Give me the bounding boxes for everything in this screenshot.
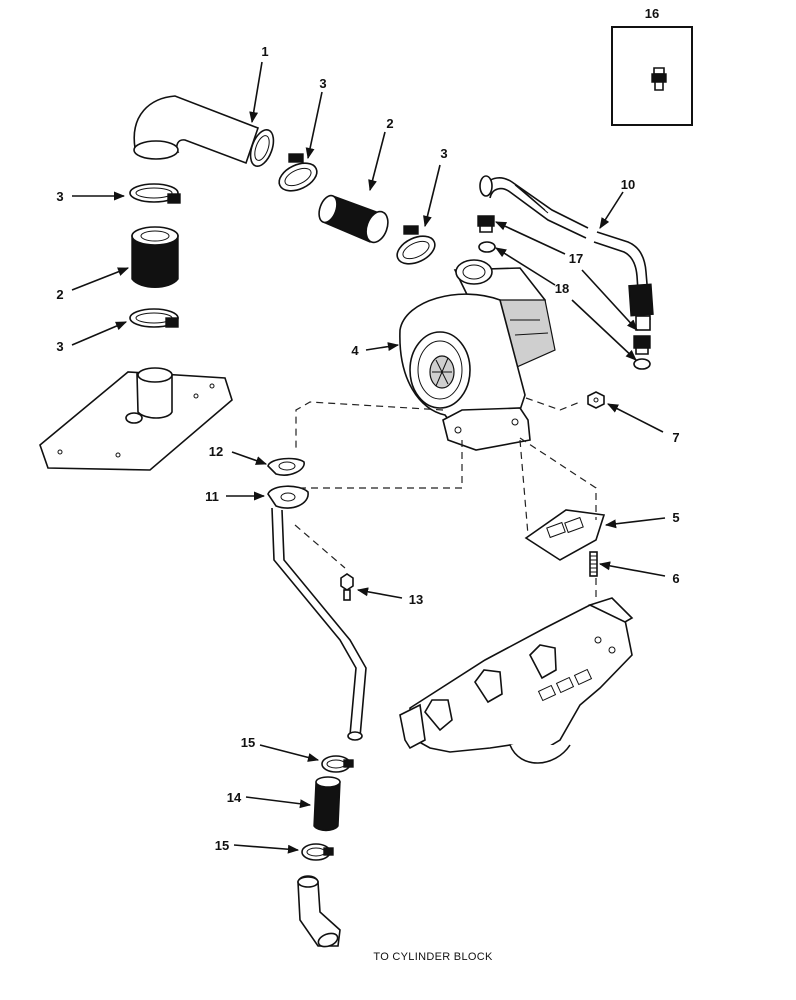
callout-12: 12 <box>209 444 223 459</box>
inset-box-16 <box>611 26 693 126</box>
callout-18: 18 <box>555 281 569 296</box>
callout-13: 13 <box>409 592 423 607</box>
callout-1: 1 <box>261 44 268 59</box>
oil-line-10 <box>479 175 654 331</box>
drain-tube-11 <box>267 485 367 741</box>
callout-7: 7 <box>672 430 679 445</box>
callout-4: 4 <box>351 343 359 358</box>
callout-3-top: 3 <box>319 76 326 91</box>
callout-14: 14 <box>227 790 242 805</box>
washer-18-right <box>633 358 651 370</box>
elbow-hose-1 <box>133 95 275 167</box>
fitting-17-right <box>633 335 651 355</box>
callout-16: 16 <box>645 6 659 21</box>
callout-11: 11 <box>205 489 219 504</box>
fitting-17-left <box>477 215 495 233</box>
hose-clamp-15-bottom <box>301 843 334 861</box>
callout-lines <box>71 61 666 854</box>
hose-clamp-3-top <box>278 153 318 192</box>
hose-clamp-3-left-top <box>129 183 181 204</box>
exhaust-manifold <box>399 597 634 764</box>
hose-clamp-3-left-bottom <box>129 308 179 328</box>
hose-2-upper <box>318 194 389 244</box>
callout-3-right: 3 <box>440 146 447 161</box>
washer-18-left <box>478 241 496 253</box>
block-fitting <box>297 875 341 948</box>
callout-5: 5 <box>672 510 679 525</box>
hose-14 <box>313 776 341 832</box>
callout-17: 17 <box>569 251 583 266</box>
bolt-13 <box>340 573 354 601</box>
callout-3-left-bottom: 3 <box>56 339 63 354</box>
callout-15-bottom: 15 <box>215 838 229 853</box>
callout-10: 10 <box>621 177 635 192</box>
turbocharger-4 <box>399 259 556 451</box>
hose-clamp-15-top <box>321 755 354 773</box>
callout-2-top: 2 <box>386 116 393 131</box>
hose-clamp-3-right <box>396 225 436 265</box>
reference-dashed-lines <box>294 397 597 602</box>
callout-6: 6 <box>672 571 679 586</box>
caption-to-cylinder-block: TO CYLINDER BLOCK <box>373 951 493 963</box>
nut-7 <box>587 391 605 409</box>
gasket-12 <box>267 457 305 476</box>
stud-6 <box>589 551 598 577</box>
hose-2-left <box>131 226 179 288</box>
intake-manifold-plate <box>39 367 233 471</box>
callout-3-left-top: 3 <box>56 189 63 204</box>
callout-2-left: 2 <box>56 287 63 302</box>
callout-15-top: 15 <box>241 735 255 750</box>
gasket-5 <box>524 509 606 561</box>
